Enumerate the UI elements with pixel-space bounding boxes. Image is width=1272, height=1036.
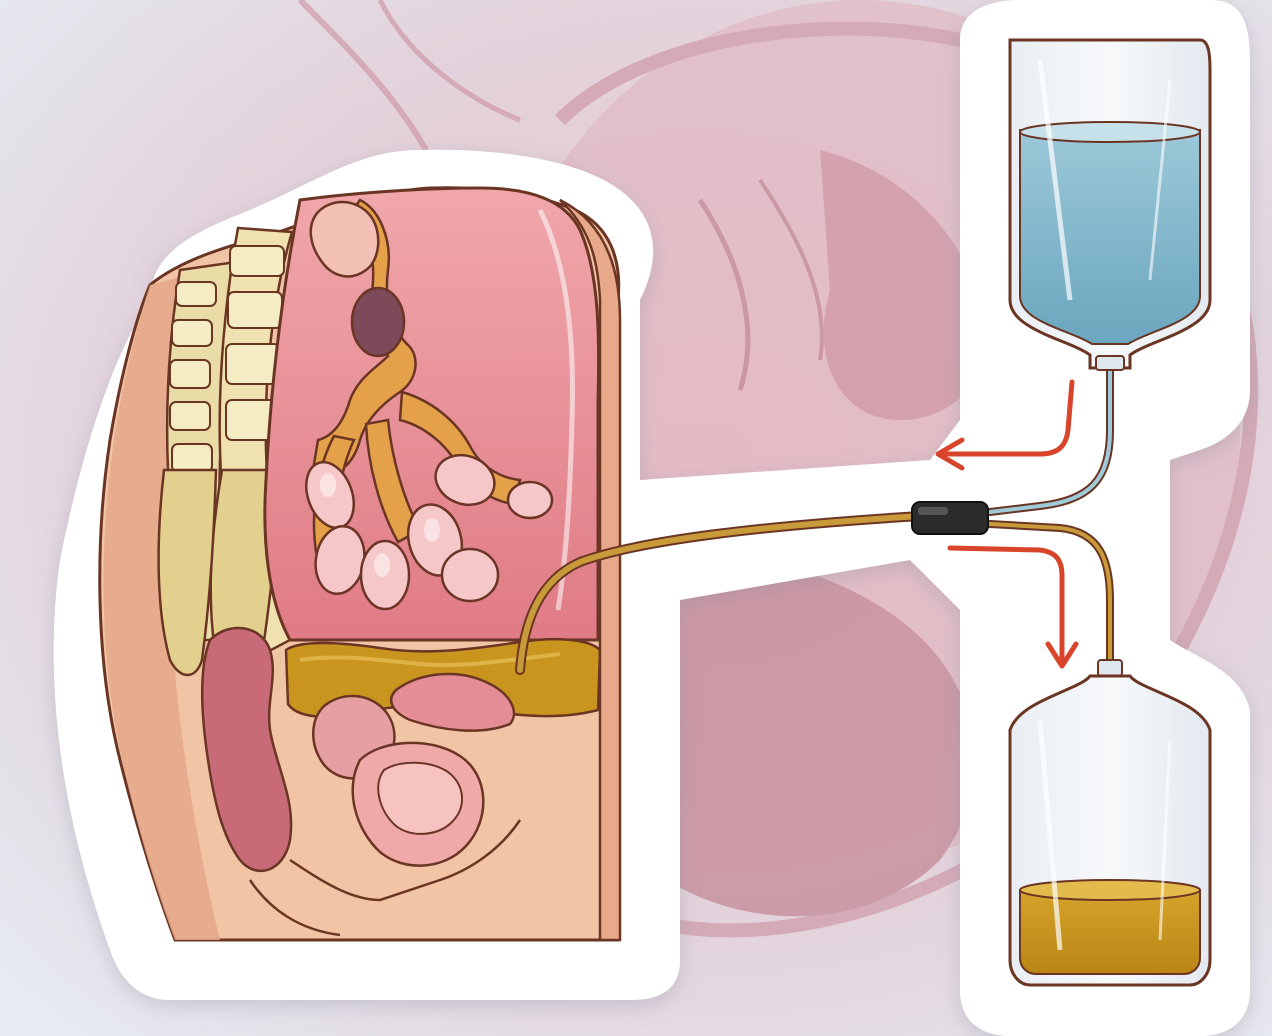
fresh-dialysate-bag-icon bbox=[1010, 40, 1210, 370]
catheter-connector bbox=[912, 502, 988, 534]
body-cross-section bbox=[100, 188, 620, 940]
drainage-bag-icon bbox=[1010, 660, 1210, 985]
